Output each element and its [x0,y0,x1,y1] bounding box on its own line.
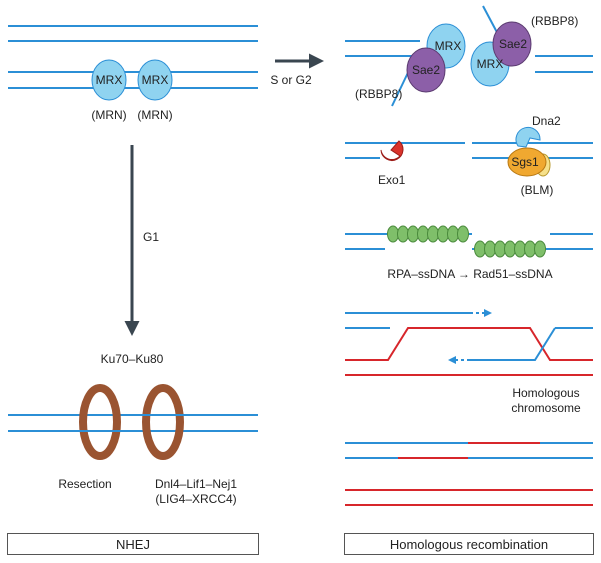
repaired-duplex-panel [345,442,593,506]
sgs1-label: Sgs1 [511,155,539,169]
homologous-recombination-box: Homologous recombination [344,533,594,555]
mrx-label-b: MRX [477,57,504,71]
dna2-nuclease [515,126,541,148]
rad51-beads [474,240,546,258]
rpa-beads [387,225,469,243]
ligase-label-2: (LIG4–XRCC4) [155,492,236,506]
sae2-protein-b [492,21,532,67]
s-g2-arrow: S or G2 [270,53,324,87]
mrx-label-2: MRX [142,73,169,87]
resection-label: Resection [58,477,111,491]
homologous-label-1: Homologous [512,386,579,400]
homologous-label-2: chromosome [511,401,581,415]
rbbp8-label-left: (RBBP8) [355,87,402,101]
ku-label: Ku70–Ku80 [101,352,164,366]
nhej-box: NHEJ [7,533,259,555]
mrx-label-a: MRX [435,39,462,53]
rbbp8-label-top: (RBBP8) [531,14,578,28]
s-g2-label: S or G2 [270,73,312,87]
ligase-label-1: Dnl4–Lif1–Nej1 [155,477,237,491]
mrn-label-2: (MRN) [137,108,172,122]
mrx-sae2-panel: MRX MRX Sae2 Sae2 (RBBP8) (RBBP8) [345,5,593,107]
mrn-label-1: (MRN) [91,108,126,122]
sgs1-helicase [507,147,547,177]
exo1-protein [380,140,404,161]
g1-label: G1 [143,230,159,244]
sae2-label-b: Sae2 [499,37,527,51]
sae2-label-a: Sae2 [412,63,440,77]
dna2-label: Dna2 [532,114,561,128]
g1-arrow: G1 [124,145,159,336]
nhej-dna-with-ku [8,384,258,460]
ku-ring-2 [142,384,184,460]
mrx-label-1: MRX [96,73,123,87]
rpa-ssdna-panel: RPA–ssDNA → Rad51–ssDNA [345,225,593,281]
sae2-protein-a [406,47,446,93]
exo1-label: Exo1 [378,173,406,187]
intact-dna-duplex [8,25,258,42]
resection-nucleases-panel: Exo1 Dna2 Sgs1 (BLM) [345,114,593,197]
mrx-complex-2 [137,59,173,101]
rpa-rad51-label: RPA–ssDNA → Rad51–ssDNA [387,267,552,281]
broken-dna-with-mrx: MRX MRX (MRN) (MRN) [8,59,258,122]
strand-invasion-panel: Homologous chromosome [345,309,593,415]
mrx-complex-1 [91,59,127,101]
ku-ring-1 [79,384,121,460]
blm-label: (BLM) [521,183,554,197]
